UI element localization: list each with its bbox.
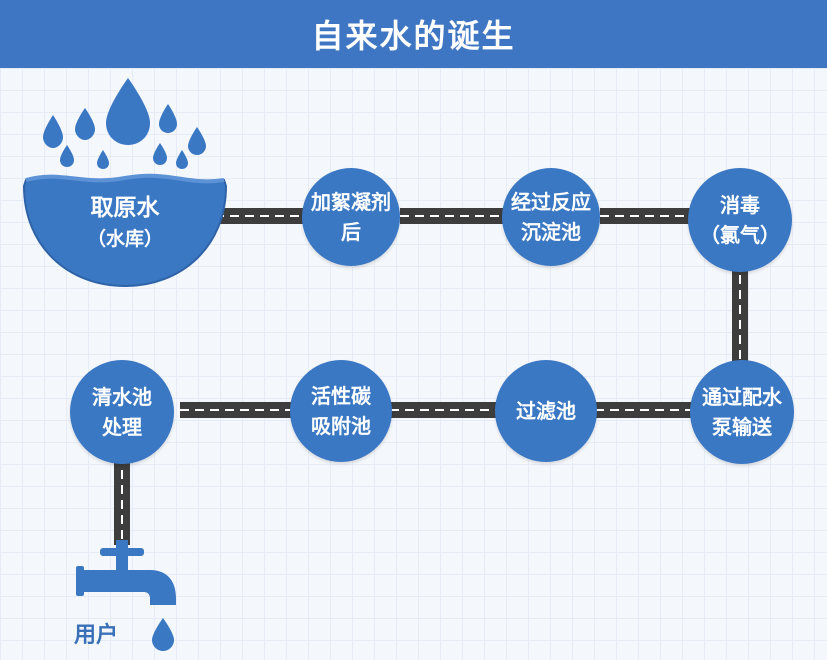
faucet-icon <box>76 540 176 651</box>
step-source-line2: （水库） <box>86 228 163 250</box>
page-title: 自来水的诞生 <box>311 17 516 55</box>
step-pump-line2: 泵输送 <box>712 415 772 439</box>
step-source: 取原水 （水库） <box>22 192 228 254</box>
step-reaction-line1: 经过反应 <box>511 190 591 214</box>
step-carbon-line2: 吸附池 <box>311 414 371 438</box>
step-clear: 清水池 处理 <box>70 360 174 464</box>
step-carbon: 活性碳 吸附池 <box>290 360 392 462</box>
step-source-line1: 取原水 <box>90 195 160 221</box>
water-bowl-icon <box>22 173 228 288</box>
step-disinfect-line2: （氯气） <box>700 223 780 247</box>
title-banner: 自来水的诞生 <box>0 0 827 68</box>
step-clear-line2: 处理 <box>102 415 142 439</box>
step-pump: 通过配水 泵输送 <box>690 360 794 464</box>
step-reaction: 经过反应 沉淀池 <box>502 168 600 266</box>
step-clear-line1: 清水池 <box>92 385 152 409</box>
step-coagulant: 加絮凝剂后 <box>302 168 400 266</box>
step-pump-line1: 通过配水 <box>702 385 782 409</box>
step-carbon-line1: 活性碳 <box>311 384 371 408</box>
step-reaction-line2: 沉淀池 <box>521 220 581 244</box>
user-label: 用户 <box>74 623 119 648</box>
step-filter: 过滤池 <box>495 360 597 462</box>
step-disinfect: 消毒 （氯气） <box>688 168 792 272</box>
step-coagulant-line1: 加絮凝剂后 <box>311 190 391 244</box>
step-disinfect-line1: 消毒 <box>720 193 760 217</box>
water-drops-icon <box>43 78 206 169</box>
step-filter-line1: 过滤池 <box>516 399 576 423</box>
